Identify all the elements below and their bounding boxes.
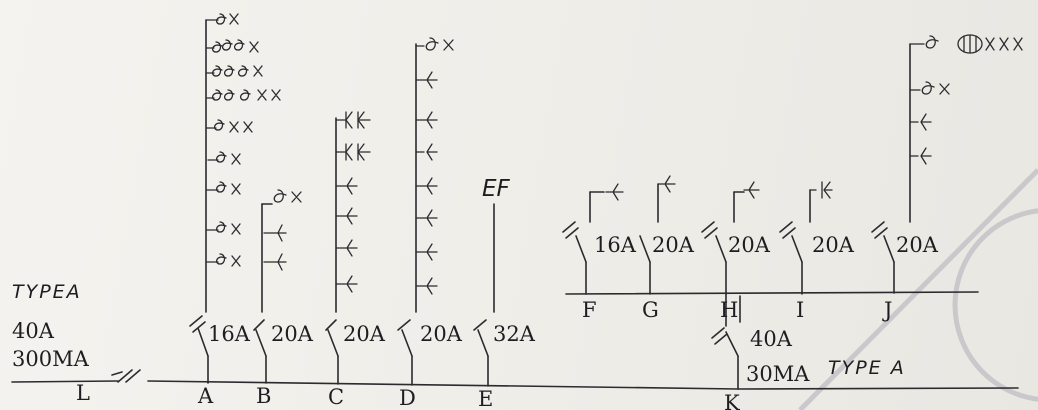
circuit-e bbox=[473, 203, 495, 387]
watermark bbox=[798, 168, 1038, 410]
incomer-type-label: TYPEA bbox=[12, 281, 82, 303]
circuit-b-rating: 20A bbox=[271, 322, 314, 346]
circuit-i-rating: 20A bbox=[812, 233, 855, 257]
circuit-a-rating: 16A bbox=[208, 322, 251, 346]
incomer-label: L bbox=[76, 381, 90, 405]
sub-rcd-label: K bbox=[724, 391, 740, 410]
sub-rcd-k bbox=[711, 293, 739, 390]
incomer-line bbox=[11, 369, 141, 383]
circuit-j bbox=[871, 34, 1023, 294]
sub-rcd-sensitivity: 30MA bbox=[746, 362, 810, 386]
incomer-sensitivity: 300MA bbox=[12, 347, 90, 371]
circuit-i-label: I bbox=[796, 298, 804, 322]
circuit-c bbox=[325, 111, 371, 385]
circuit-g-rating: 20A bbox=[652, 233, 695, 257]
circuit-b-label: B bbox=[256, 384, 271, 408]
circuit-a-label: A bbox=[197, 384, 214, 408]
circuit-d bbox=[397, 37, 454, 386]
circuit-d-rating: 20A bbox=[420, 322, 463, 346]
circuit-g-label: G bbox=[642, 298, 659, 322]
circuit-j-label: J bbox=[882, 298, 892, 322]
circuit-d-label: D bbox=[399, 386, 416, 410]
circuit-c-label: C bbox=[328, 385, 344, 409]
circuit-e-load: EF bbox=[482, 176, 511, 202]
circuit-f-label: F bbox=[582, 298, 597, 322]
main-busbar bbox=[147, 380, 1019, 390]
circuit-a bbox=[189, 13, 281, 384]
circuit-i bbox=[779, 181, 833, 295]
circuit-h bbox=[701, 181, 760, 295]
sub-rcd-type-label: TYPE A bbox=[828, 357, 906, 379]
circuit-e-rating: 32A bbox=[493, 322, 536, 346]
circuit-h-label: H bbox=[720, 298, 738, 322]
circuit-j-rating: 20A bbox=[896, 233, 939, 257]
circuit-h-rating: 20A bbox=[728, 233, 771, 257]
circuit-f-rating: 16A bbox=[594, 233, 637, 257]
circuit-c-rating: 20A bbox=[343, 322, 386, 346]
circuit-f bbox=[562, 183, 624, 295]
circuit-g bbox=[639, 175, 676, 295]
sub-rcd-rating: 40A bbox=[750, 327, 793, 351]
sub-busbar bbox=[565, 291, 979, 323]
incomer-rating: 40A bbox=[12, 319, 55, 343]
circuit-b bbox=[253, 189, 302, 384]
circuit-e-label: E bbox=[478, 387, 493, 410]
circuit-a-loads bbox=[205, 13, 281, 267]
